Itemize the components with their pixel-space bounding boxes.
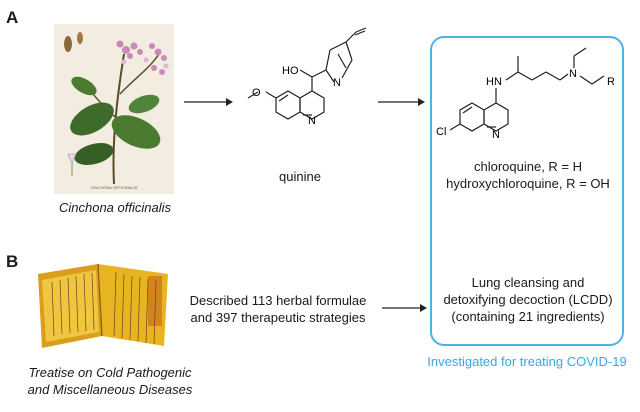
lcdd-line2: detoxifying decoction (LCDD) [443, 292, 613, 307]
chloroquine-line2: hydroxychloroquine, R = OH [446, 176, 610, 191]
arrow-quinine-to-chloroquine [378, 98, 425, 106]
formulae-description-line2: and 397 therapeutic strategies [190, 310, 366, 325]
plate-caption: CINCHONA OFFICINALIS [91, 185, 138, 190]
cinchona-illustration: CINCHONA OFFICINALIS [54, 24, 174, 194]
arrow-treatise-to-lcdd [382, 304, 427, 312]
chloroquine-cl: Cl [436, 126, 446, 138]
panel-label-a: A [6, 8, 19, 27]
formulae-description-line1: Described 113 herbal formulae [189, 293, 367, 308]
chloroquine-structure: HN N R Cl N [436, 47, 615, 141]
lcdd-line3: (containing 21 ingredients) [451, 309, 605, 324]
quinine-methoxy-o: O [252, 87, 261, 99]
plant-caption: Cinchona officinalis [58, 200, 171, 215]
arrow-plant-to-quinine [184, 98, 233, 106]
quinine-ring-n: N [308, 115, 316, 127]
formulae-description: Described 113 herbal formulae and 397 th… [178, 292, 378, 326]
chloroquine-amine-n: N [569, 68, 577, 80]
quinine-label: quinine [279, 169, 321, 184]
panel-label-b: B [6, 252, 19, 271]
book-caption-line2: and Miscellaneous Diseases [27, 382, 193, 397]
quinine-structure: O HO N N [247, 27, 367, 127]
chloroquine-hn: HN [486, 76, 502, 88]
quinine-hydroxyl: HO [282, 65, 299, 77]
chloroquine-ring-n: N [492, 129, 500, 141]
quinine-bridge-n: N [333, 77, 341, 89]
book-caption: Treatise on Cold Pathogenic and Miscella… [0, 364, 220, 398]
chloroquine-r-group: R [607, 76, 615, 88]
lcdd-description: Lung cleansing and detoxifying decoction… [436, 274, 620, 325]
covid-candidates-box [430, 36, 624, 346]
book-caption-line1: Treatise on Cold Pathogenic [28, 365, 192, 380]
chloroquine-line1: chloroquine, R = H [473, 159, 583, 174]
covid-note: Investigated for treating COVID-19 [427, 354, 627, 369]
treatise-book-illustration [28, 256, 178, 356]
lcdd-line1: Lung cleansing and [471, 275, 585, 290]
